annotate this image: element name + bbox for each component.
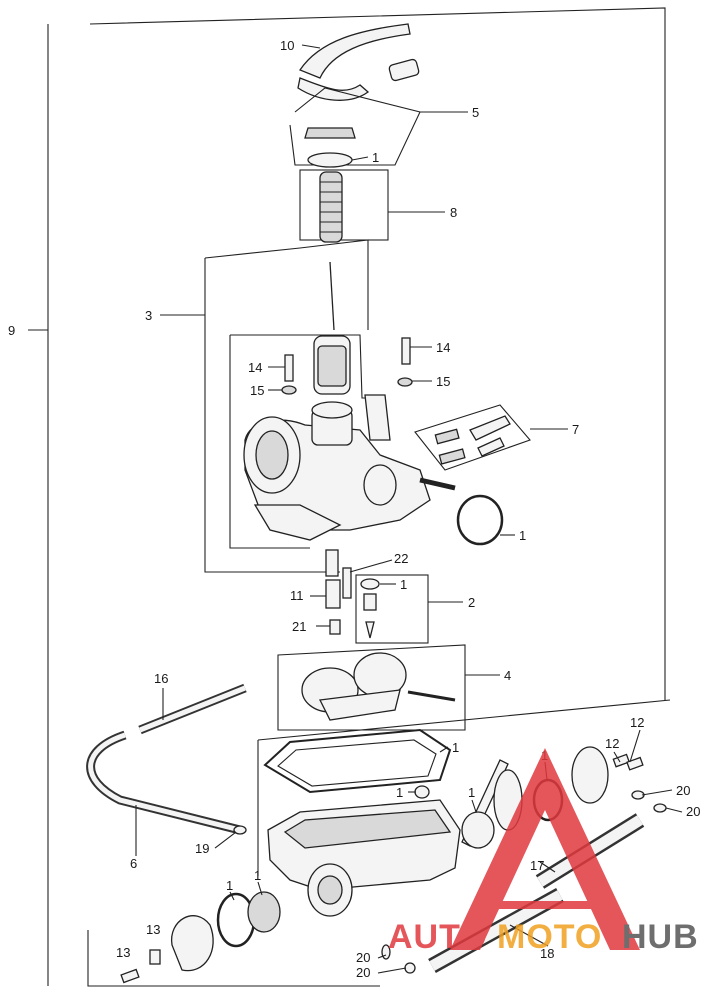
pin-20-d — [404, 962, 416, 974]
clip-12-a — [612, 753, 631, 768]
float-bowl-gasket — [263, 728, 452, 794]
callout-15-left: 15 — [250, 383, 264, 398]
callout-13-b: 13 — [116, 945, 130, 960]
callout-10: 10 — [280, 38, 294, 53]
watermark-hub: HUB — [622, 918, 699, 956]
o-ring-1 — [456, 494, 504, 546]
callout-20-d: 20 — [356, 965, 370, 980]
clip-19 — [233, 825, 247, 835]
callout-18: 18 — [540, 946, 554, 961]
float-pin — [407, 690, 456, 702]
screw-13-b — [120, 968, 140, 984]
callout-1-bottom-b: 1 — [254, 868, 261, 883]
screw-13-a — [149, 949, 161, 965]
cover-plate — [571, 746, 609, 804]
screw-14-left — [284, 354, 294, 382]
callout-5: 5 — [472, 105, 479, 120]
cap-gasket — [307, 152, 353, 168]
fuel-hose-top — [297, 23, 411, 101]
callout-1-oring: 1 — [519, 528, 526, 543]
diaphragm-bottom — [247, 891, 281, 933]
callout-14-right: 14 — [436, 340, 450, 355]
callout-4: 4 — [504, 668, 511, 683]
pilot-screw — [469, 415, 511, 441]
callout-1-bottom-a: 1 — [226, 878, 233, 893]
watermark-logo: AUTO MOTO HUB — [388, 748, 699, 956]
callout-9: 9 — [8, 323, 15, 338]
watermark-triangle — [450, 748, 640, 950]
callout-20-b: 20 — [686, 804, 700, 819]
diaphragm — [461, 811, 495, 849]
callout-19: 19 — [195, 841, 209, 856]
watermark-auto: AUTO — [388, 918, 488, 956]
screw-14-right — [401, 337, 411, 365]
float — [301, 652, 407, 721]
callout-21: 21 — [292, 619, 306, 634]
callout-22: 22 — [394, 551, 408, 566]
callout-17: 17 — [530, 858, 544, 873]
callout-1-gasket: 1 — [452, 740, 459, 755]
cover-bottom — [171, 915, 214, 972]
main-jet-11 — [325, 579, 341, 609]
callout-1-drain: 1 — [396, 785, 403, 800]
assembly-bracket-9 — [89, 7, 666, 700]
callout-13-a: 13 — [146, 922, 160, 937]
jet-21 — [329, 619, 341, 635]
overflow-tube-6 — [86, 730, 242, 835]
float-bowl — [267, 799, 461, 917]
top-cap — [304, 127, 356, 139]
valve-seat-gasket — [360, 578, 380, 590]
main-jet-holder — [325, 549, 339, 577]
washer-15-right — [397, 377, 413, 387]
callout-20-a: 20 — [676, 783, 690, 798]
callout-8: 8 — [450, 205, 457, 220]
callout-20-c: 20 — [356, 950, 370, 965]
slow-jet-22 — [342, 567, 352, 599]
callout-1-seat: 1 — [400, 577, 407, 592]
callout-7: 7 — [572, 422, 579, 437]
washer-15-left — [281, 385, 297, 395]
drain-o-ring — [414, 785, 430, 799]
callout-16: 16 — [154, 671, 168, 686]
throttle-spring — [319, 171, 343, 243]
callout-1: 1 — [372, 150, 379, 165]
jet-needle — [329, 261, 335, 331]
callout-6: 6 — [130, 856, 137, 871]
pin-20-b — [653, 803, 667, 813]
callout-1-diaphragm: 1 — [468, 785, 475, 800]
carburetor-body — [243, 394, 456, 541]
hose-fitting — [388, 58, 420, 82]
callout-3: 3 — [145, 308, 152, 323]
clip-12-b — [626, 756, 644, 771]
callout-14-left: 14 — [248, 360, 262, 375]
callout-2: 2 — [468, 595, 475, 610]
callout-12-a: 12 — [630, 715, 644, 730]
valve-seat — [363, 593, 377, 611]
callout-15-right: 15 — [436, 374, 450, 389]
callout-11: 11 — [290, 588, 304, 603]
watermark-moto: MOTO — [497, 918, 602, 956]
callout-labels: 10 5 1 8 3 9 14 15 14 15 7 1 22 11 1 2 2… — [8, 38, 700, 980]
callout-12-b: 12 — [605, 736, 619, 751]
float-needle — [365, 621, 375, 639]
pilot-spring — [434, 428, 460, 445]
